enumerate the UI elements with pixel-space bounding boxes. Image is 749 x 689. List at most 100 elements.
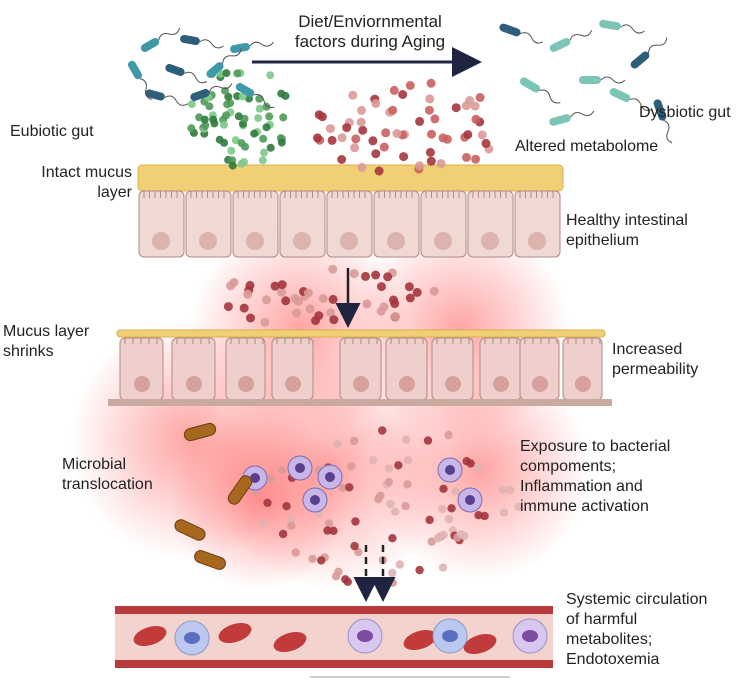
red-metabolite bbox=[349, 269, 359, 279]
cell-nucleus bbox=[199, 232, 217, 250]
green-metabolite bbox=[260, 148, 268, 157]
cell-nucleus bbox=[340, 232, 358, 250]
dysbiotic-bacterium bbox=[653, 99, 667, 121]
intact-mucus-line1: Intact mucus bbox=[41, 164, 132, 181]
green-metabolite bbox=[255, 104, 264, 113]
epithelial-cell bbox=[420, 190, 467, 258]
green-metabolite bbox=[259, 134, 268, 143]
red-metabolite bbox=[329, 526, 338, 535]
red-metabolite bbox=[379, 302, 389, 312]
red-metabolite bbox=[383, 272, 393, 282]
cell-nucleus bbox=[186, 376, 202, 392]
red-metabolite bbox=[329, 315, 339, 325]
intact-mucus-layer bbox=[137, 164, 564, 192]
red-metabolite bbox=[371, 149, 381, 159]
green-metabolite bbox=[266, 143, 275, 152]
red-metabolite bbox=[391, 312, 400, 322]
red-metabolite bbox=[331, 572, 341, 581]
red-metabolite bbox=[358, 125, 368, 135]
epithelial-cell bbox=[514, 190, 561, 258]
healthy-bacterium bbox=[165, 63, 185, 77]
diet-factors-line2: factors during Aging bbox=[294, 32, 446, 51]
epithelial-cell bbox=[232, 190, 279, 258]
green-metabolite bbox=[250, 129, 259, 138]
red-metabolite bbox=[394, 461, 403, 470]
systemic-line4: Endotoxemia bbox=[566, 651, 660, 668]
healthy-bacterium bbox=[230, 42, 250, 54]
red-metabolite bbox=[447, 504, 456, 513]
red-metabolite bbox=[290, 294, 300, 303]
red-metabolite bbox=[381, 128, 391, 138]
red-metabolite bbox=[444, 515, 454, 524]
epithelial-cell bbox=[138, 190, 185, 258]
red-metabolite bbox=[388, 534, 397, 543]
green-metabolite bbox=[200, 115, 209, 124]
translocating-bacterium bbox=[194, 550, 226, 570]
increased-permeability-line2: permeability bbox=[612, 361, 699, 378]
epithelial-cell bbox=[279, 190, 326, 258]
red-metabolite bbox=[377, 282, 386, 292]
red-blood-cell bbox=[463, 633, 497, 655]
red-metabolite bbox=[475, 93, 485, 102]
red-metabolite bbox=[281, 296, 291, 306]
green-metabolite bbox=[254, 114, 263, 123]
exposure-line3: Inflammation and bbox=[520, 478, 643, 495]
flagellum bbox=[520, 32, 544, 44]
red-metabolite bbox=[404, 282, 414, 292]
exposure-label: Exposure to bacterial compoments; Inflam… bbox=[520, 437, 670, 517]
flagellum bbox=[539, 89, 561, 104]
flagellum bbox=[208, 83, 233, 92]
green-metabolite bbox=[228, 161, 237, 170]
red-metabolite bbox=[368, 456, 378, 465]
healthy-bacterium bbox=[128, 60, 142, 80]
red-metabolite bbox=[362, 299, 372, 309]
immune-cell-nucleus bbox=[295, 463, 305, 473]
altered-metabolome-label: Altered metabolome bbox=[515, 138, 659, 155]
red-metabolite bbox=[326, 308, 336, 318]
red-metabolite bbox=[426, 78, 436, 88]
green-metabolite bbox=[258, 156, 267, 165]
red-metabolite bbox=[429, 286, 439, 296]
red-metabolite bbox=[471, 154, 481, 164]
red-metabolite bbox=[287, 521, 296, 530]
cell-nucleus bbox=[434, 232, 452, 250]
green-metabolite bbox=[277, 89, 286, 98]
diet-factors-label: Diet/Enviornmental factors during Aging bbox=[270, 12, 470, 52]
red-metabolite bbox=[246, 313, 255, 323]
mucus-shrinks-line1: Mucus layer bbox=[3, 323, 90, 340]
red-metabolite bbox=[328, 264, 338, 274]
flagellum bbox=[184, 71, 208, 84]
red-metabolite bbox=[430, 114, 440, 124]
flagellum bbox=[158, 27, 180, 41]
red-metabolite bbox=[425, 515, 434, 525]
red-metabolite bbox=[425, 147, 435, 157]
green-metabolite bbox=[187, 124, 196, 133]
red-metabolite bbox=[351, 517, 360, 526]
epithelial-cell bbox=[185, 190, 232, 258]
systemic-line1: Systemic circulation bbox=[566, 591, 708, 608]
exposure-line4: immune activation bbox=[520, 498, 649, 515]
green-metabolite bbox=[223, 100, 232, 109]
red-metabolite bbox=[451, 487, 460, 496]
red-metabolite bbox=[391, 507, 400, 516]
red-metabolite bbox=[463, 130, 473, 140]
green-metabolite bbox=[237, 139, 246, 148]
immune-cell-nucleus bbox=[184, 632, 200, 644]
systemic-circulation-label: Systemic circulation of harmful metaboli… bbox=[566, 590, 707, 670]
translocating-bacterium bbox=[174, 519, 206, 541]
red-metabolite bbox=[270, 281, 280, 291]
red-metabolite bbox=[415, 161, 424, 171]
dysbiotic-bacterium bbox=[549, 114, 571, 126]
green-metabolite bbox=[219, 120, 228, 129]
red-metabolite bbox=[337, 133, 347, 143]
flagellum bbox=[139, 78, 153, 100]
green-metabolite bbox=[227, 146, 236, 155]
flagellum bbox=[647, 37, 668, 53]
red-blood-cell bbox=[273, 631, 307, 653]
exposure-line2: compoments; bbox=[520, 458, 617, 475]
red-metabolite bbox=[401, 435, 411, 444]
red-metabolite bbox=[451, 103, 461, 113]
red-metabolite bbox=[263, 498, 272, 507]
red-metabolite bbox=[378, 426, 387, 435]
immune-cell-nucleus bbox=[442, 630, 458, 642]
